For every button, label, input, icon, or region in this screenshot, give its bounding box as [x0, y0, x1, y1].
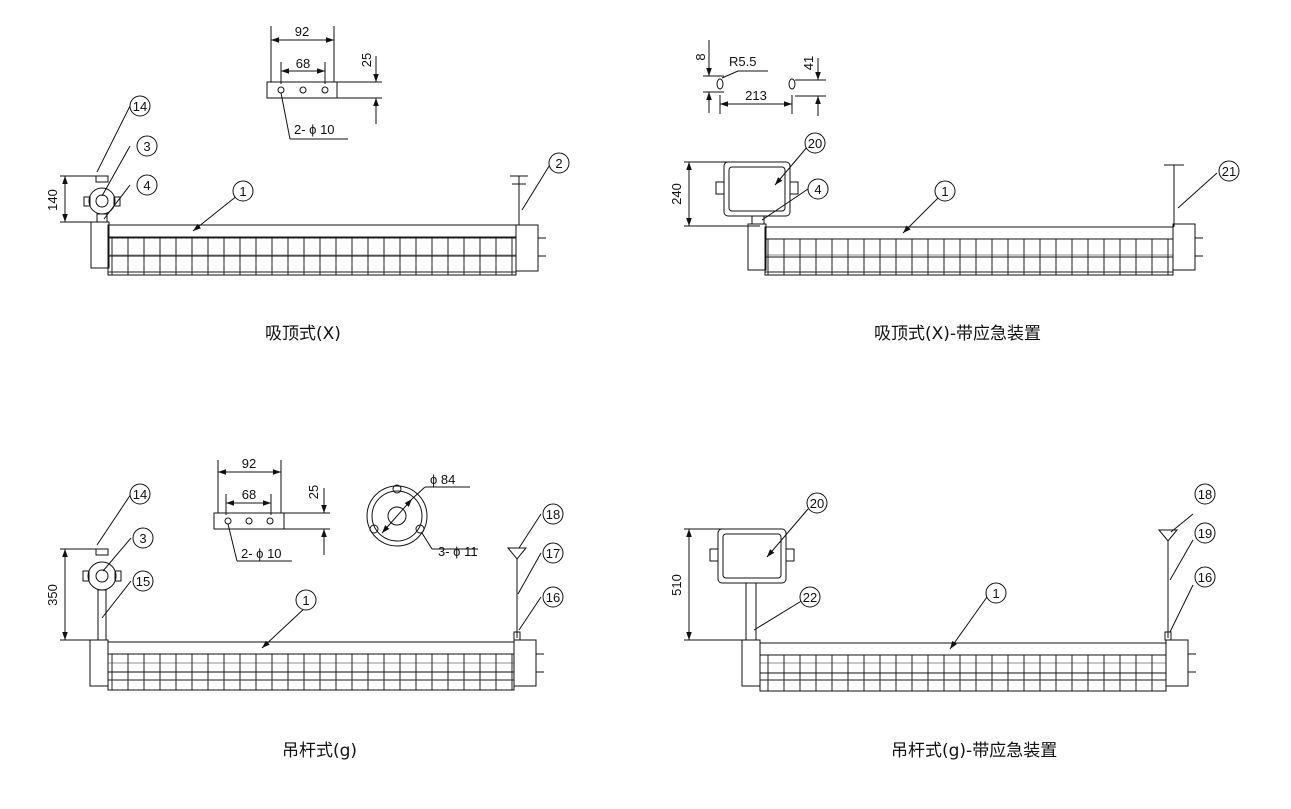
callout-1: 1: [992, 586, 999, 601]
callout-2: 2: [555, 156, 562, 171]
callout-3: 3: [139, 531, 146, 546]
callout-3: 3: [143, 139, 150, 154]
callout-1: 1: [239, 184, 246, 199]
luminaire-rod: [89, 547, 544, 691]
emergency-box-bottom: [684, 528, 795, 641]
view-ceiling-mount: [60, 26, 546, 276]
dim-2-phi10: 2- ϕ 10: [294, 122, 335, 137]
dim-68: 68: [296, 56, 310, 71]
dim-25: 25: [359, 53, 374, 67]
callout-1: 1: [941, 184, 948, 199]
dim-350: 350: [45, 584, 60, 606]
callout-14: 14: [133, 99, 147, 114]
callout-22: 22: [803, 590, 817, 605]
slot-detail: [703, 40, 826, 116]
callout-18: 18: [1198, 487, 1212, 502]
caption-pendant-rod: 吊杆式(g): [282, 741, 358, 761]
callout-17: 17: [546, 546, 560, 561]
dim-213: 213: [745, 88, 767, 103]
dim-510: 510: [669, 574, 684, 596]
caption-ceiling-mount: 吸顶式(X): [265, 324, 341, 344]
dim-R5.5: R5.5: [729, 54, 756, 69]
callout-20: 20: [808, 136, 822, 151]
callout-19: 19: [1198, 526, 1212, 541]
callout-4: 4: [814, 182, 821, 197]
caption-pendant-rod-emergency: 吊杆式(g)-带应急装置: [891, 741, 1058, 761]
dim-8: 8: [693, 53, 708, 60]
view-ceiling-mount-emergency: [684, 40, 1203, 276]
callout-circles: [129, 95, 1240, 611]
caption-ceiling-mount-emergency: 吸顶式(X)-带应急装置: [874, 324, 1042, 344]
view-pendant-rod: [60, 460, 544, 691]
callout-16: 16: [546, 590, 560, 605]
dim-68: 68: [242, 487, 256, 502]
junction-box-rod: [60, 548, 122, 641]
dimension-labels: 92 68 25 2- ϕ 10 140 8 R5.5 213 41 240 9…: [45, 24, 816, 606]
dim-92: 92: [242, 456, 256, 471]
callout-18: 18: [546, 507, 560, 522]
callout-leaders: [96, 105, 1218, 650]
callout-15: 15: [136, 574, 150, 589]
flange-detail: [366, 484, 478, 550]
callout-16: 16: [1198, 570, 1212, 585]
dim-240: 240: [669, 183, 684, 205]
dim-2-phi10: 2- ϕ 10: [241, 546, 282, 561]
bracket-detail-2: [213, 460, 330, 562]
luminaire-ceiling: [90, 175, 546, 276]
callout-numbers: 14 3 4 1 2 20 4 1 21 14 3 15 1 18 17 16 …: [133, 99, 1236, 608]
callout-21: 21: [1222, 164, 1236, 179]
bracket-detail: [266, 26, 382, 140]
callout-4: 4: [143, 178, 150, 193]
dim-92: 92: [295, 24, 309, 39]
dim-41: 41: [801, 56, 816, 70]
callout-20: 20: [810, 496, 824, 511]
dim-phi84: ϕ 84: [430, 472, 455, 487]
view-pendant-rod-emergency: [684, 528, 1196, 692]
luminaire-ceiling-emergency: [747, 164, 1203, 276]
dim-140: 140: [45, 189, 60, 211]
dim-25: 25: [306, 485, 321, 499]
emergency-box-top: [684, 161, 799, 227]
luminaire-rod-emergency: [741, 529, 1196, 692]
junction-box-left: [60, 175, 121, 223]
callout-14: 14: [133, 487, 147, 502]
callout-1: 1: [302, 593, 309, 608]
dim-3-phi11: 3- ϕ 11: [438, 544, 478, 559]
